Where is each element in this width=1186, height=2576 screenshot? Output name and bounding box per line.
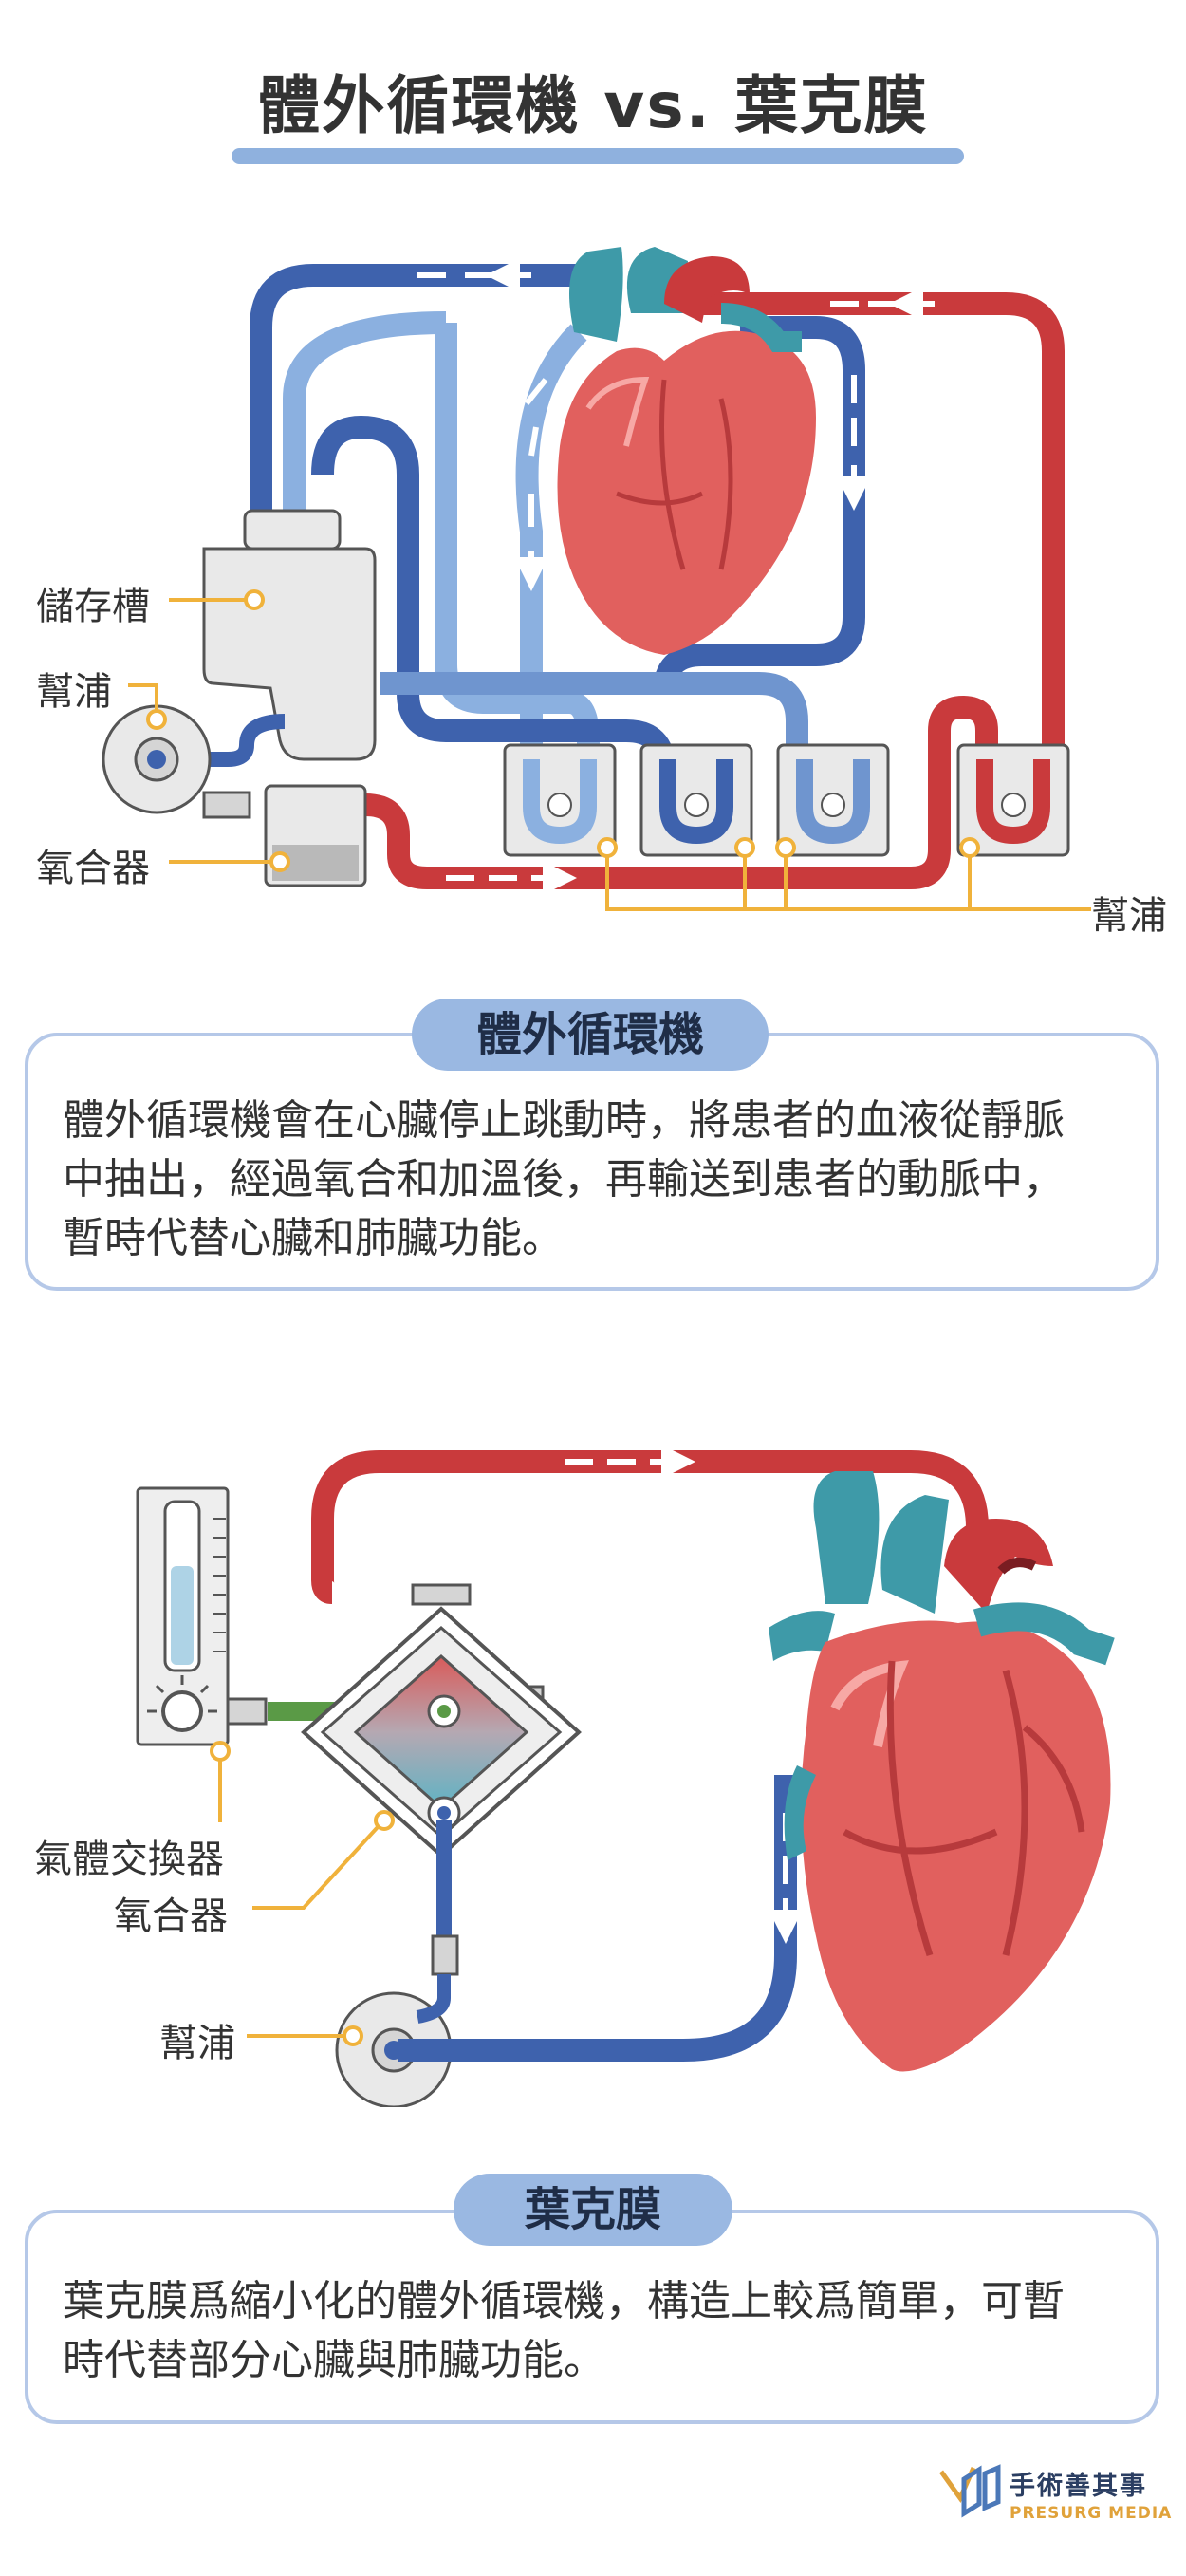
ecmo-arterial-tube bbox=[311, 1450, 989, 1604]
reservoir-cap bbox=[243, 509, 342, 551]
arterial-tube bbox=[702, 292, 1065, 788]
venous-tube-light bbox=[283, 311, 447, 532]
label-reservoir: 儲存槽 bbox=[36, 585, 150, 628]
logo-subtitle: PRESURG MEDIA bbox=[1010, 2504, 1173, 2523]
ecmo-box-text: 葉克膜爲縮小化的體外循環機，構造上較爲簡單，可暫 時代替部分心臟與肺臟功能。 bbox=[63, 2272, 1135, 2390]
heart-top bbox=[557, 247, 816, 655]
venous-tube-mid bbox=[380, 672, 808, 788]
label-pump-left: 幫浦 bbox=[36, 670, 112, 714]
label-gas-exchanger: 氣體交換器 bbox=[34, 1838, 224, 1881]
venous-tube-outer bbox=[250, 264, 588, 532]
oxygenator-callout-dot bbox=[269, 851, 290, 872]
oxygenator-callout-2 bbox=[252, 1825, 380, 1910]
ecmo-line-1: 葉克膜爲縮小化的體外循環機，構造上較爲簡單，可暫 bbox=[63, 2277, 1065, 2325]
pump-left-callout bbox=[128, 683, 158, 712]
cpb-line-3: 暫時代替心臟和肺臟功能。 bbox=[63, 1214, 564, 1262]
cpb-box-title: 體外循環機 bbox=[412, 999, 769, 1071]
cpb-diagram bbox=[102, 247, 1091, 911]
cpb-line-2: 中抽出，經過氧合和加溫後，再輸送到患者的動脈中， bbox=[63, 1155, 1065, 1204]
pump-left-callout-dot bbox=[146, 709, 167, 730]
gas-exchanger-callout-dot bbox=[210, 1741, 231, 1762]
arterial-tube-bottom bbox=[364, 695, 998, 889]
cpb-description-box bbox=[25, 1033, 1159, 1291]
oxygenator-callout-dot-2 bbox=[374, 1810, 395, 1831]
ecmo-return-tube bbox=[398, 1775, 797, 2062]
label-ecmo-pump: 幫浦 bbox=[159, 2022, 235, 2065]
ecmo-box-title: 葉克膜 bbox=[454, 2174, 732, 2246]
pump-right-callout bbox=[605, 848, 1091, 911]
heart-bottom bbox=[769, 1471, 1115, 2072]
title-underline bbox=[232, 148, 964, 164]
cpb-box-text: 體外循環機會在心臟停止跳動時，將患者的血液從靜脈 中抽出，經過氧合和加溫後，再輸… bbox=[63, 1092, 1135, 1268]
reservoir-body bbox=[202, 547, 377, 761]
logo-icon bbox=[938, 2464, 1001, 2518]
reservoir-to-pump-tube bbox=[157, 714, 286, 767]
ecmo-line-2: 時代替部分心臟與肺臟功能。 bbox=[63, 2336, 605, 2384]
label-pump-right: 幫浦 bbox=[1091, 894, 1167, 938]
ecmo-pump-callout-dot bbox=[343, 2025, 363, 2046]
reservoir-callout-dot bbox=[244, 589, 265, 610]
label-oxygenator: 氧合器 bbox=[36, 847, 150, 890]
page-title: 體外循環機 vs. 葉克膜 bbox=[257, 69, 929, 142]
roller-pumps bbox=[503, 743, 1070, 857]
cpb-line-1: 體外循環機會在心臟停止跳動時，將患者的血液從靜脈 bbox=[63, 1096, 1065, 1145]
ecmo-diagram bbox=[136, 1424, 1115, 2107]
flow-arrows-left bbox=[527, 378, 546, 574]
venous-tube-right bbox=[653, 316, 865, 694]
logo-name: 手術善其事 bbox=[1010, 2472, 1147, 2501]
label-ecmo-oxygenator: 氧合器 bbox=[114, 1895, 228, 1938]
venous-tube-inner bbox=[311, 415, 676, 788]
